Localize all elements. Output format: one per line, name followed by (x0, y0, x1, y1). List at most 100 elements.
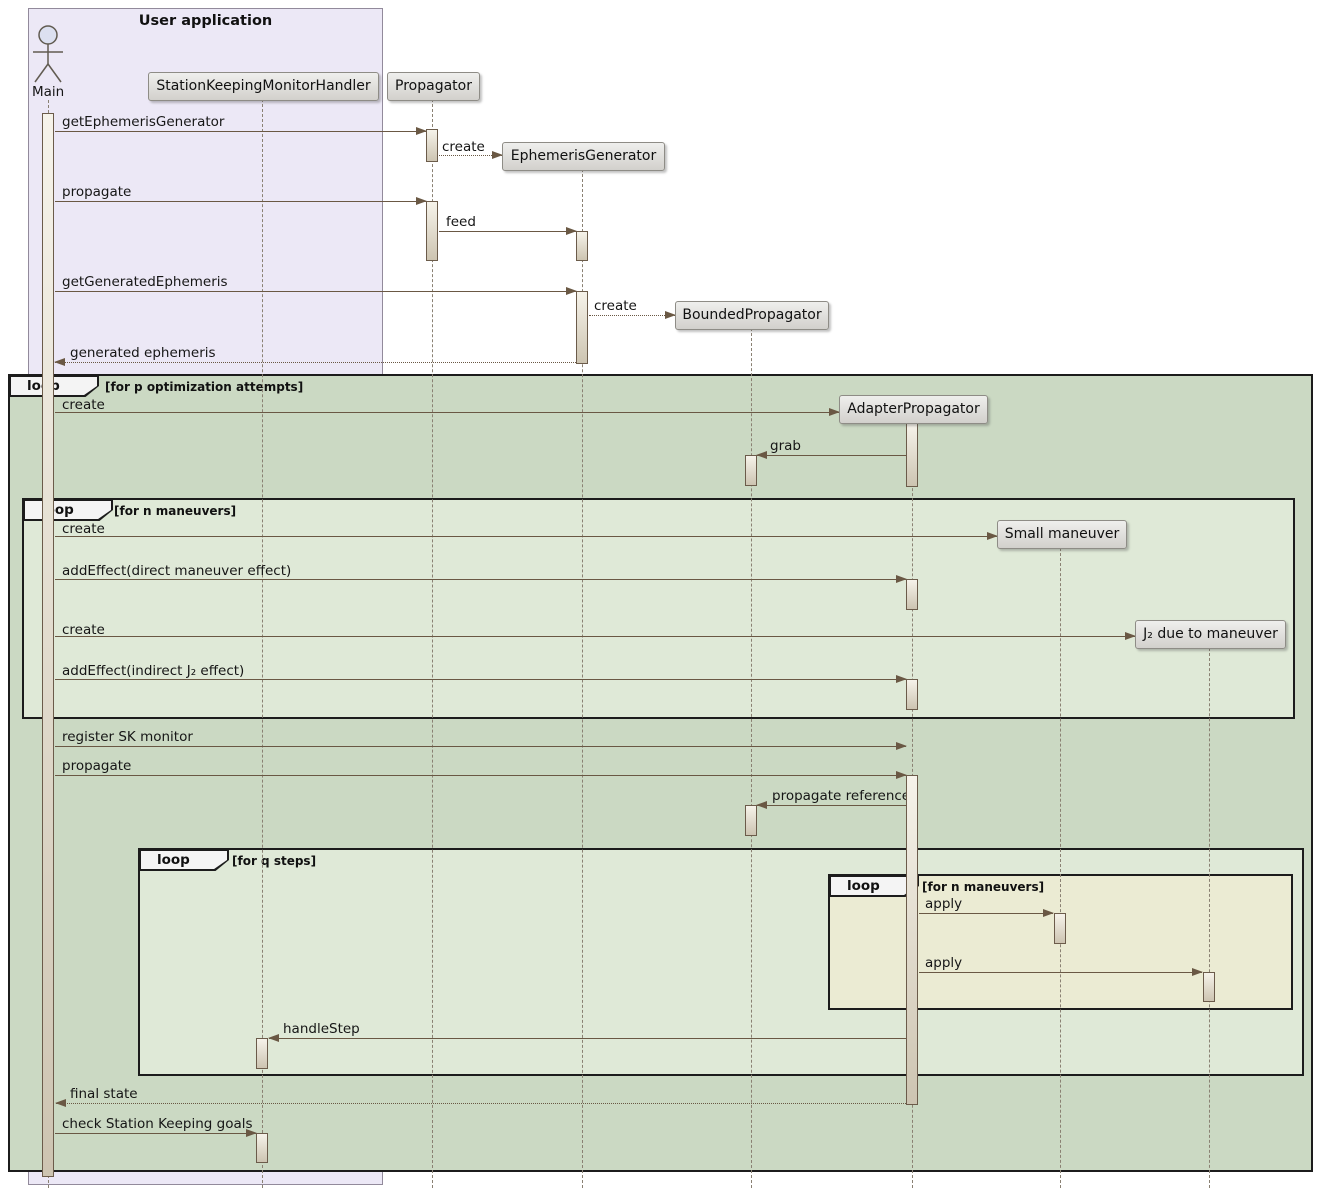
message-label: getGeneratedEphemeris (62, 274, 228, 290)
arrowhead-icon (896, 741, 907, 750)
loop-tab: loop (23, 499, 113, 521)
message-arrow (55, 126, 427, 135)
message-label: propagate reference (772, 788, 911, 804)
lifeline-small-maneuver (1060, 548, 1061, 1188)
message-label: addEffect(direct maneuver effect) (62, 563, 292, 579)
message-arrow (55, 407, 840, 416)
participant-j2-due-to-maneuver: J₂ due to maneuver (1135, 620, 1286, 649)
loop-condition: [for p optimization attempts] (105, 380, 304, 394)
message-arrow (55, 1098, 906, 1107)
activation-bar (745, 455, 757, 486)
arrowhead-icon (1125, 631, 1136, 640)
loop-condition: [for q steps] (232, 854, 317, 868)
loop-keyword: loop (831, 877, 917, 895)
message-arrow (756, 800, 906, 809)
lifeline-j2-due-to-maneuver (1209, 648, 1210, 1188)
actor-icon (33, 25, 63, 83)
message-arrow (55, 674, 907, 683)
message-arrow (55, 770, 907, 779)
message-arrow (756, 450, 906, 459)
activation-bar (1054, 913, 1066, 944)
message-arrow (55, 1128, 257, 1137)
message-arrow (268, 1033, 906, 1042)
message-arrow (439, 150, 503, 159)
message-label: propagate (62, 758, 132, 774)
message-label: apply (925, 955, 963, 971)
message-label: apply (925, 896, 963, 912)
message-label: check Station Keeping goals (62, 1116, 253, 1132)
loop-condition: [for n maneuvers] (114, 504, 237, 518)
arrowhead-icon (566, 286, 577, 295)
activation-bar (1203, 972, 1215, 1002)
arrowhead-icon (896, 574, 907, 583)
loop-keyword: loop (11, 377, 97, 395)
activation-bar (256, 1133, 268, 1163)
lifeline-boundedpropagator (751, 328, 752, 1188)
message-label: feed (446, 214, 476, 230)
activation-bar-main (42, 113, 54, 1177)
activation-bar (906, 679, 918, 710)
arrowhead-icon (1043, 908, 1054, 917)
arrowhead-icon (829, 407, 840, 416)
frame-title: User application (138, 13, 273, 29)
message-label: register SK monitor (62, 729, 193, 745)
arrowhead-icon (416, 196, 427, 205)
message-label: create (594, 298, 637, 314)
activation-bar (906, 579, 918, 610)
message-arrow (439, 226, 577, 235)
message-arrow (919, 967, 1203, 976)
loop-keyword: loop (25, 501, 111, 519)
arrowhead-icon (268, 1033, 279, 1042)
message-arrow (54, 357, 576, 366)
activation-bar (745, 805, 757, 836)
participant-ephemerisgenerator: EphemerisGenerator (502, 142, 665, 171)
arrowhead-icon (416, 126, 427, 135)
lifeline-stationkeepingmonitorhandler (262, 99, 263, 1188)
arrowhead-icon (566, 226, 577, 235)
arrowhead-icon (55, 1098, 66, 1107)
loop-tab: loop (139, 849, 229, 871)
activation-bar (256, 1038, 268, 1069)
activation-bar (576, 291, 588, 364)
activation-bar (426, 129, 438, 162)
loop-tab: loop (9, 375, 99, 397)
arrowhead-icon (665, 310, 676, 319)
message-arrow (55, 574, 907, 583)
message-label: create (442, 139, 485, 155)
participant-adapterpropagator: AdapterPropagator (839, 395, 988, 424)
message-label: grab (770, 438, 801, 454)
message-arrow (55, 531, 998, 540)
message-arrow (55, 286, 577, 295)
arrowhead-icon (987, 531, 998, 540)
activation-bar (426, 201, 438, 261)
activation-bar (576, 231, 588, 261)
arrowhead-icon (1192, 967, 1203, 976)
message-label: create (62, 622, 105, 638)
participant-small-maneuver: Small maneuver (997, 520, 1127, 549)
activation-bar (906, 775, 918, 1105)
message-arrow (919, 908, 1054, 917)
lifeline-propagator (432, 99, 433, 1188)
message-label: final state (70, 1086, 138, 1102)
message-arrow (55, 741, 907, 750)
participant-boundedpropagator: BoundedPropagator (675, 301, 829, 330)
arrowhead-icon (896, 770, 907, 779)
message-label: generated ephemeris (70, 345, 216, 361)
arrowhead-icon (756, 800, 767, 809)
arrowhead-icon (896, 674, 907, 683)
arrowhead-icon (246, 1128, 257, 1137)
message-label: getEphemerisGenerator (62, 114, 225, 130)
arrowhead-icon (756, 450, 767, 459)
message-arrow (55, 631, 1136, 640)
message-label: create (62, 397, 105, 413)
loop-condition: [for n maneuvers] (922, 880, 1045, 894)
loop-keyword: loop (141, 851, 227, 869)
arrowhead-icon (492, 150, 503, 159)
loop-tab: loop (829, 875, 919, 897)
activation-bar (906, 423, 918, 487)
lifeline-ephemerisgenerator (582, 169, 583, 1188)
message-arrow (55, 196, 427, 205)
arrowhead-icon (54, 357, 65, 366)
message-arrow (589, 310, 676, 319)
